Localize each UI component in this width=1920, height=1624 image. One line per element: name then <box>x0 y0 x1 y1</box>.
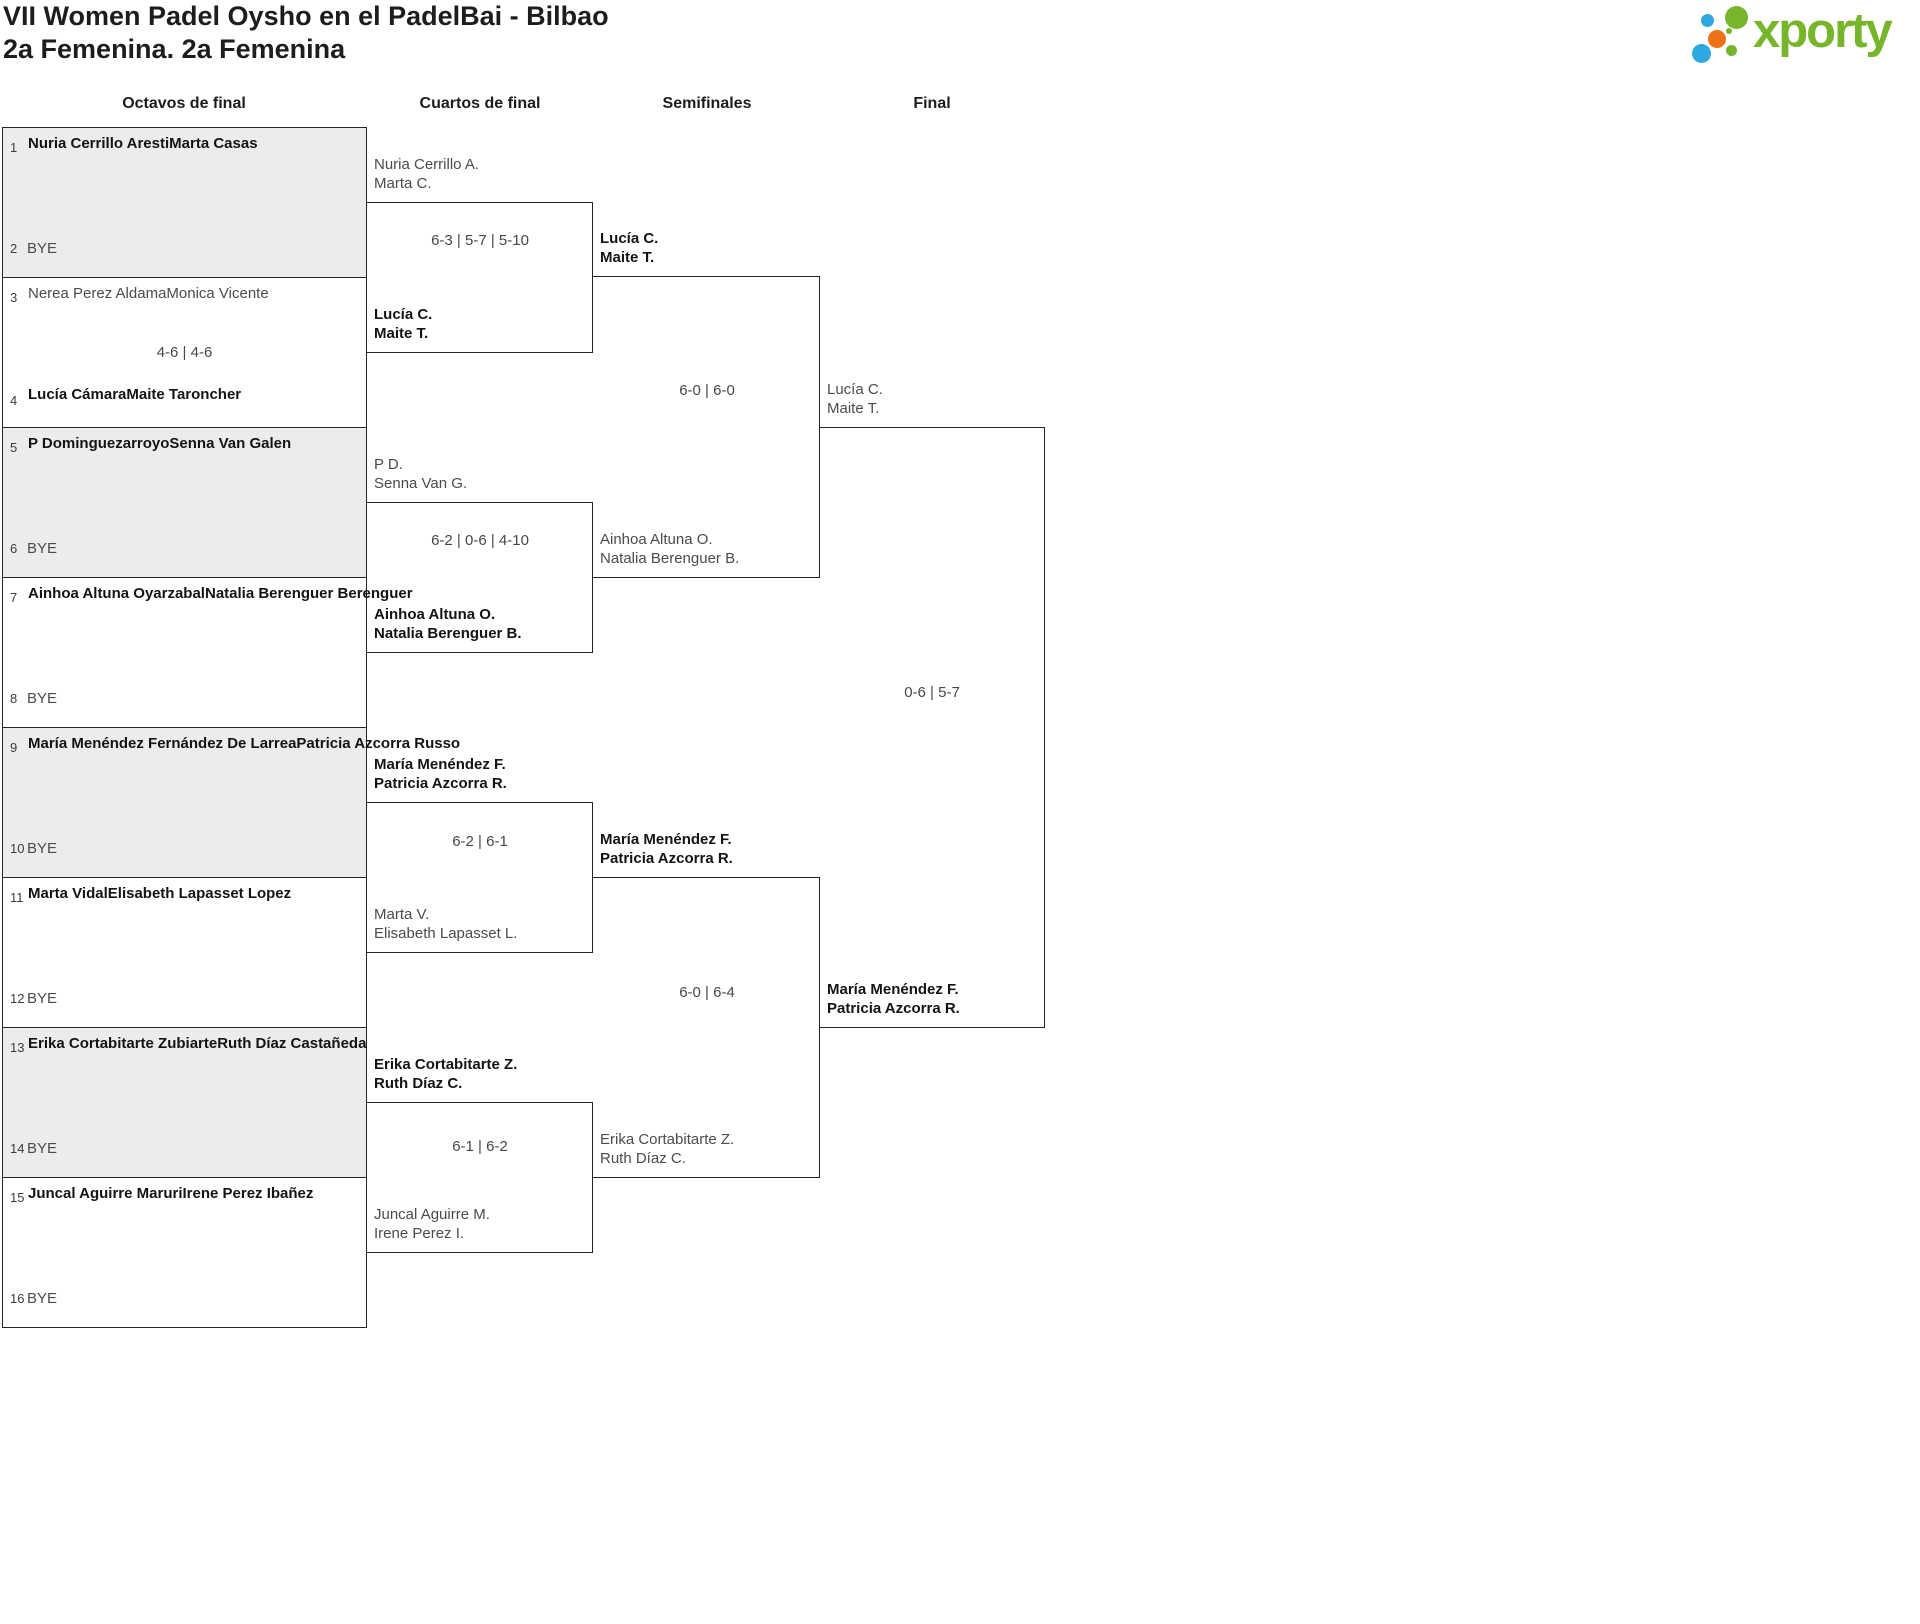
seed-number: 14 <box>10 1141 25 1156</box>
team-name: María Menéndez F.Patricia Azcorra R. <box>600 831 733 867</box>
match-connector-semifinal-1 <box>593 276 820 578</box>
match-box-octavos-4: 7 Ainhoa Altuna OyarzabalNatalia Berengu… <box>2 577 413 728</box>
seed-number: 1 <box>10 140 18 155</box>
seed-number: 10 <box>10 841 25 856</box>
team-name: Juncal Aguirre M.Irene Perez I. <box>374 1206 490 1242</box>
match-score: 6-2 | 0-6 | 4-10 <box>431 532 529 549</box>
match-box-octavos-2: 3 Nerea Perez AldamaMonica Vicente 4-6 |… <box>2 277 367 428</box>
round-header-semifinales: Semifinales <box>662 95 752 112</box>
team-name: Lucía C.Maite T. <box>827 381 883 417</box>
logo-dot-blue-large <box>1692 44 1711 63</box>
seed-number: 13 <box>10 1040 25 1055</box>
seed-number: 15 <box>10 1190 25 1205</box>
bye-entry: 6 BYE <box>10 540 57 557</box>
team-name: Marta VidalElisabeth Lapasset Lopez <box>28 885 292 902</box>
team-name: Nuria Cerrillo ArestiMarta Casas <box>28 135 258 152</box>
logo-dot-green-tiny <box>1726 28 1732 34</box>
team-name: María Menéndez F.Patricia Azcorra R. <box>827 981 960 1017</box>
team-name: Ainhoa Altuna OyarzabalNatalia Berenguer… <box>28 585 413 602</box>
match-connector-cuartos-4 <box>367 1102 593 1253</box>
match-box-octavos-1: 1 Nuria Cerrillo ArestiMarta Casas 2 BYE <box>2 127 367 278</box>
category-subtitle: 2a Femenina. 2a Femenina <box>3 34 346 64</box>
team-name: Lucía C.Maite T. <box>374 306 433 342</box>
team-name: Lucía CámaraMaite Taroncher <box>28 386 242 403</box>
seed-number: 5 <box>10 440 18 455</box>
bye-label: BYE <box>27 840 58 857</box>
bye-label: BYE <box>27 240 58 257</box>
match-box-octavos-6: 11 Marta VidalElisabeth Lapasset Lopez 1… <box>2 877 367 1028</box>
match-score: 6-1 | 6-2 <box>452 1138 508 1155</box>
match-score: 6-3 | 5-7 | 5-10 <box>431 232 529 249</box>
seed-number: 2 <box>10 241 18 256</box>
team-name: María Menéndez Fernández De LarreaPatric… <box>28 735 461 752</box>
match-box-octavos-7: 13 Erika Cortabitarte ZubiarteRuth Díaz … <box>2 1027 367 1178</box>
team-name: Juncal Aguirre MaruriIrene Perez Ibañez <box>28 1185 314 1202</box>
match-box-octavos-3: 5 P DominguezarroyoSenna Van Galen 6 BYE <box>2 427 367 578</box>
team-name: Ainhoa Altuna O.Natalia Berenguer B. <box>374 606 522 642</box>
seed-number: 6 <box>10 541 18 556</box>
bye-label: BYE <box>27 1140 58 1157</box>
logo-wordmark: xporty <box>1753 4 1893 58</box>
bye-label: BYE <box>27 990 58 1007</box>
seed-number: 16 <box>10 1291 25 1306</box>
logo-dot-orange <box>1708 30 1726 48</box>
match-connector-cuartos-2 <box>367 502 593 653</box>
seed-number: 12 <box>10 991 25 1006</box>
bye-entry: 8 BYE <box>10 690 57 707</box>
round-header-octavos: Octavos de final <box>122 95 246 112</box>
team-name: Ainhoa Altuna O.Natalia Berenguer B. <box>600 531 740 567</box>
team-name: María Menéndez F.Patricia Azcorra R. <box>374 756 507 792</box>
match-connector-cuartos-3 <box>367 802 593 953</box>
round-header-final: Final <box>913 95 951 112</box>
tournament-title: VII Women Padel Oysho en el PadelBai - B… <box>3 1 609 31</box>
team-name: Erika Cortabitarte ZubiarteRuth Díaz Cas… <box>28 1035 367 1052</box>
match-score: 6-0 | 6-4 <box>679 984 735 1001</box>
team-name: P DominguezarroyoSenna Van Galen <box>28 435 292 452</box>
seed-number: 4 <box>10 393 18 408</box>
team-name: Lucía C.Maite T. <box>600 230 659 266</box>
team-name: Nuria Cerrillo A.Marta C. <box>374 156 480 192</box>
seed-number: 11 <box>10 890 24 905</box>
match-score: 0-6 | 5-7 <box>904 684 960 701</box>
match-score: 6-2 | 6-1 <box>452 833 508 850</box>
logo-dot-green-small <box>1726 45 1737 56</box>
match-score: 6-0 | 6-0 <box>679 382 735 399</box>
seed-number: 8 <box>10 691 18 706</box>
logo-dot-blue-small <box>1701 14 1714 27</box>
bye-label: BYE <box>27 690 58 707</box>
match-score: 4-6 | 4-6 <box>156 344 213 361</box>
round-header-cuartos: Cuartos de final <box>419 95 541 112</box>
team-name: Erika Cortabitarte Z.Ruth Díaz C. <box>600 1131 735 1167</box>
match-box-octavos-5: 9 María Menéndez Fernández De LarreaPatr… <box>2 727 460 878</box>
match-connector-cuartos-1 <box>367 202 593 353</box>
seed-number: 7 <box>10 590 18 605</box>
match-box-octavos-8: 15 Juncal Aguirre MaruriIrene Perez Ibañ… <box>2 1177 367 1328</box>
bye-entry: 2 BYE <box>10 240 57 257</box>
seed-number: 3 <box>10 290 18 305</box>
bye-label: BYE <box>27 1290 58 1307</box>
xporty-logo[interactable]: xporty <box>1688 0 1920 70</box>
seed-number: 9 <box>10 740 18 755</box>
team-name: Erika Cortabitarte Z.Ruth Díaz C. <box>374 1056 518 1092</box>
logo-dot-green-large <box>1725 6 1748 29</box>
team-name: Marta V.Elisabeth Lapasset L. <box>374 906 518 942</box>
match-connector-semifinal-2 <box>593 877 820 1178</box>
bye-label: BYE <box>27 540 58 557</box>
team-name: P D.Senna Van G. <box>374 456 468 492</box>
match-connector-final <box>820 427 1045 1028</box>
team-name: Nerea Perez AldamaMonica Vicente <box>28 285 269 302</box>
